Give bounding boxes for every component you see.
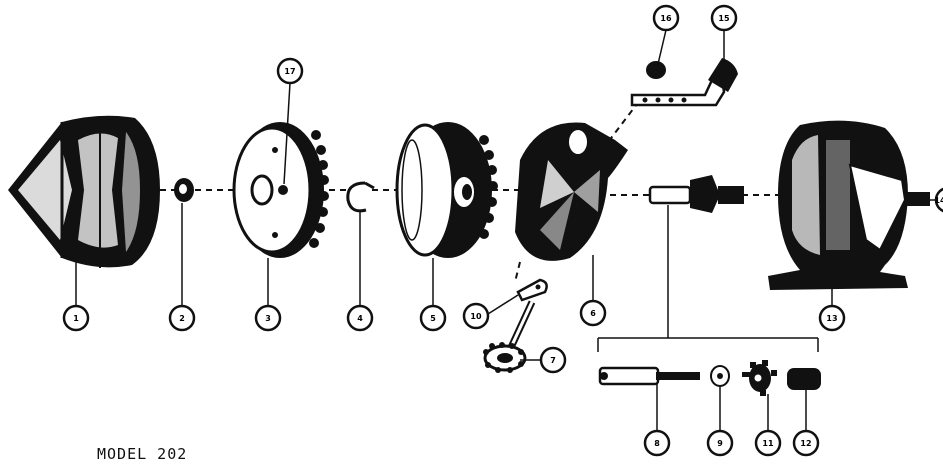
callout-11: 11	[754, 429, 782, 457]
part-washer	[710, 365, 730, 387]
svg-text:1: 1	[73, 314, 79, 323]
svg-text:8: 8	[654, 439, 660, 448]
part-crank-handle	[630, 58, 738, 107]
part-thumb-button	[905, 192, 930, 206]
svg-text:13: 13	[826, 314, 837, 323]
part-face-plate	[515, 122, 628, 261]
callout-13: 13	[818, 304, 846, 332]
callout-2: 2	[168, 304, 196, 332]
part-retainer-clip	[346, 181, 375, 213]
callout-12: 12	[792, 429, 820, 457]
part-drag-star	[483, 300, 536, 373]
part-pawl-lever	[516, 278, 548, 302]
part-pinion-gear	[742, 360, 777, 396]
part-handle-knob	[646, 61, 666, 79]
callout-7: 7	[539, 346, 567, 374]
svg-text:5: 5	[430, 314, 436, 323]
svg-text:15: 15	[718, 14, 730, 23]
callout-9: 9	[706, 429, 734, 457]
callout-4: 4	[346, 304, 374, 332]
callout-8: 8	[643, 429, 671, 457]
part-reel-body	[768, 120, 908, 290]
part-nut	[174, 178, 194, 202]
svg-text:4: 4	[357, 314, 363, 323]
callout-17: 17	[276, 57, 304, 85]
callout-3: 3	[254, 304, 282, 332]
callout-14: 14	[934, 187, 943, 213]
model-label: MODEL 202	[97, 445, 188, 463]
svg-text:9: 9	[717, 439, 723, 448]
svg-text:10: 10	[470, 312, 482, 321]
sub-assembly-bracket	[597, 205, 819, 352]
part-spool-cup	[232, 122, 329, 258]
svg-text:17: 17	[284, 67, 295, 76]
callout-5: 5	[419, 304, 447, 332]
callout-16: 16	[652, 4, 680, 32]
svg-text:3: 3	[265, 314, 271, 323]
svg-text:14: 14	[934, 196, 943, 205]
svg-text:12: 12	[800, 439, 811, 448]
part-spool	[395, 122, 498, 258]
svg-text:2: 2	[179, 314, 185, 323]
svg-text:11: 11	[762, 439, 774, 448]
callouts: 1 2 3 4 5 6 7 8 9 10 11 12 13 14 15 16 1…	[62, 4, 943, 457]
svg-text:7: 7	[550, 356, 556, 365]
svg-text:6: 6	[590, 309, 596, 318]
callout-1: 1	[62, 304, 90, 332]
leader-lines	[75, 29, 943, 430]
callout-15: 15	[710, 4, 738, 32]
callout-10: 10	[462, 302, 490, 330]
part-front-cone-cover	[8, 115, 160, 268]
part-shaft-assembled	[648, 175, 744, 213]
callout-6: 6	[579, 299, 607, 327]
part-bushing	[787, 368, 821, 390]
part-shaft	[598, 366, 700, 386]
svg-text:16: 16	[660, 14, 672, 23]
